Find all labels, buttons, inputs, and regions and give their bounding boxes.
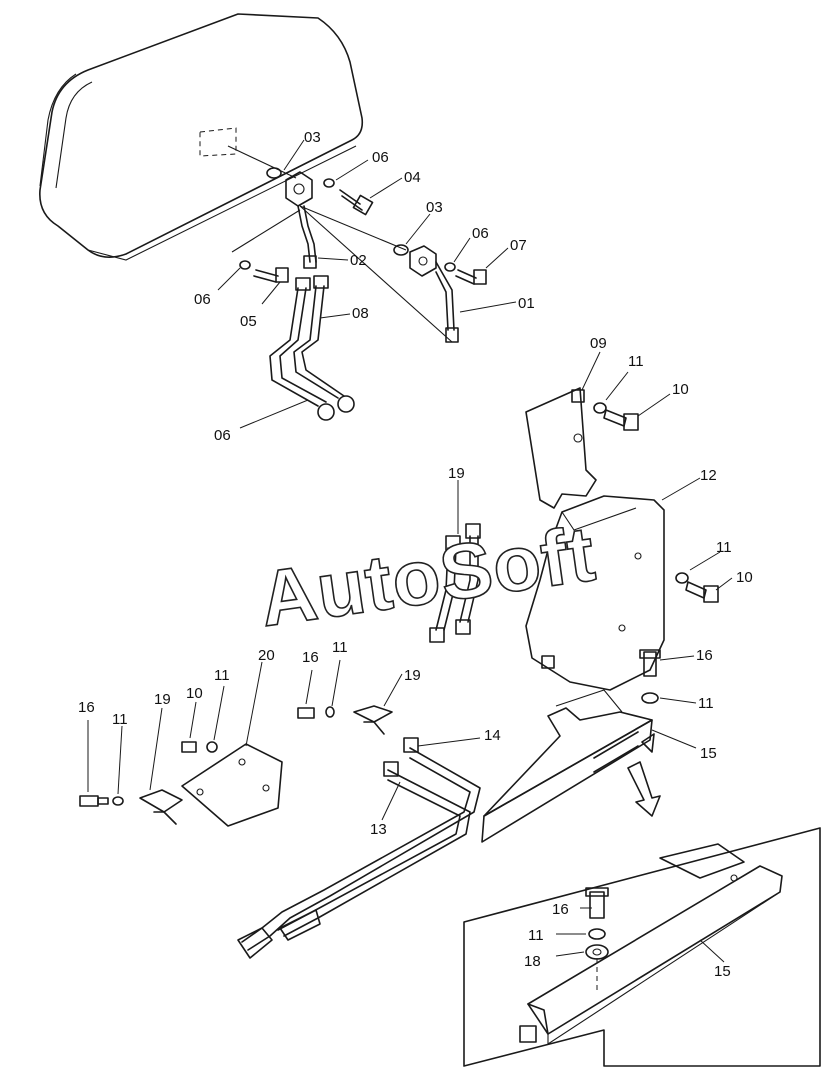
callout-04: 04: [404, 169, 421, 186]
callout-18: 19: [448, 465, 465, 482]
bracket-15: [481, 689, 661, 843]
hoses-18: [429, 523, 481, 643]
callout-11: 11: [716, 539, 732, 556]
tank: [39, 13, 364, 261]
callout-17: 18: [524, 953, 541, 970]
callout-15: 15: [700, 745, 717, 762]
callout-11: 11: [214, 667, 230, 684]
callout-20: 20: [258, 647, 275, 664]
callout-06: 06: [194, 291, 211, 308]
callout-11: 11: [528, 927, 544, 944]
callout-10: 10: [736, 569, 753, 586]
callout-16: 16: [302, 649, 319, 666]
callout-13: 13: [370, 821, 387, 838]
bracket-20-clips: [79, 705, 393, 827]
callout-01: 01: [518, 295, 535, 312]
callout-03: 03: [304, 129, 321, 146]
callout-11: 11: [112, 711, 128, 728]
callout-19: 19: [404, 667, 421, 684]
callout-16: 16: [78, 699, 95, 716]
callout-10: 10: [186, 685, 203, 702]
callout-15: 15: [714, 963, 731, 980]
callout-10: 10: [672, 381, 689, 398]
callout-11: 11: [698, 695, 714, 712]
callout-06: 06: [372, 149, 389, 166]
callout-07: 07: [510, 237, 527, 254]
hoses-08: [269, 275, 355, 421]
cover-bracket: [525, 387, 719, 704]
callout-16: 16: [552, 901, 569, 918]
watermark-text: AutoSoft: [254, 509, 600, 643]
inset-detail: [463, 827, 821, 1067]
callout-03: 03: [426, 199, 443, 216]
callout-08: 08: [352, 305, 369, 322]
callout-09: 09: [590, 335, 607, 352]
callout-11: 11: [332, 639, 348, 656]
callout-02: 02: [350, 252, 367, 269]
callout-19: 19: [154, 691, 171, 708]
leader-lines: [87, 139, 733, 963]
callout-16: 16: [696, 647, 713, 664]
callout-11: 11: [628, 353, 644, 370]
callout-06: 06: [472, 225, 489, 242]
callout-14: 14: [484, 727, 501, 744]
callout-06: 06: [214, 427, 231, 444]
pipes-13-14: [237, 737, 481, 959]
upper-fittings: [227, 145, 487, 343]
callout-05: 05: [240, 313, 257, 330]
callout-12: 12: [700, 467, 717, 484]
callout-labels: 03 06 04 03 06 07 02 06 05 08 01 06 09 1…: [78, 129, 753, 980]
